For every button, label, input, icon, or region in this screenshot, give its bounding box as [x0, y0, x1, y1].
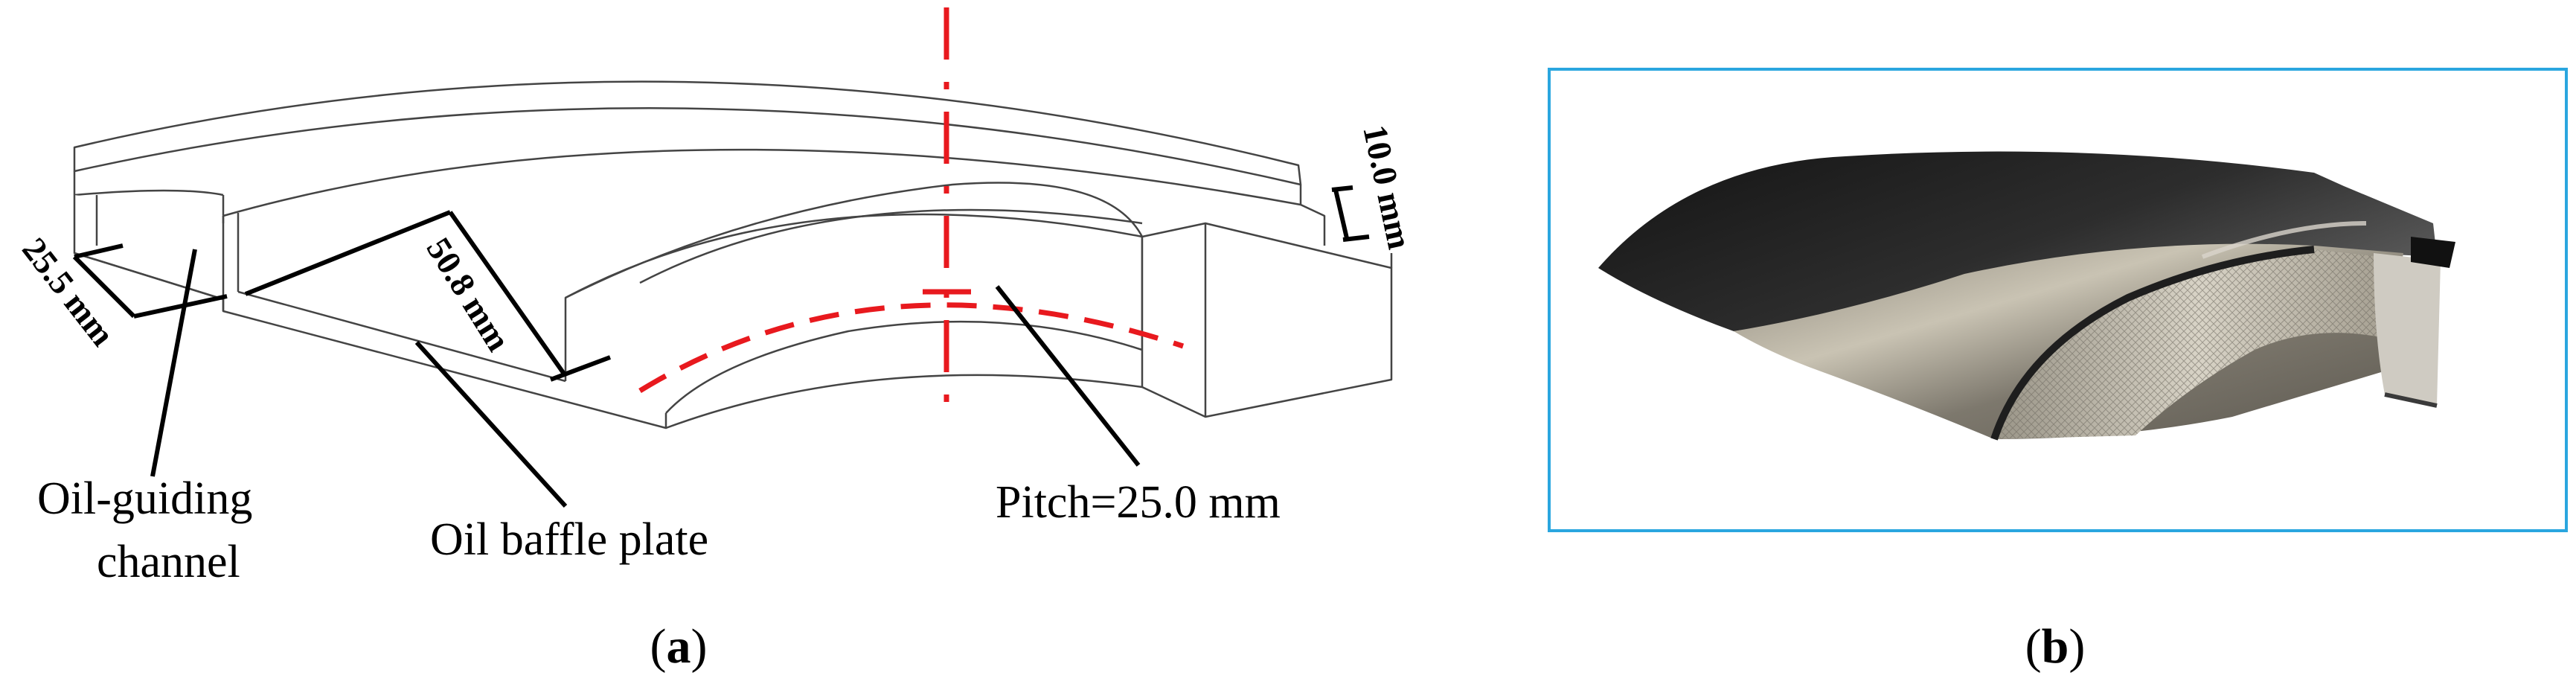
dim-height-label: 10.0 mm	[1356, 121, 1419, 252]
leader-lines	[150, 249, 1141, 508]
leader-oil-guiding	[150, 249, 197, 477]
dim-length-label: 50.8 mm	[420, 231, 519, 357]
pitch-label: Pitch=25.0 mm	[996, 477, 1281, 528]
panel-b-label: (b)	[2025, 619, 2086, 674]
right-block	[1141, 222, 1393, 418]
oil-guiding-label-line1: Oil-guiding	[37, 473, 252, 524]
pitch-circle	[638, 302, 1185, 393]
cover-plate	[73, 80, 1302, 186]
photo-component	[1598, 151, 2455, 441]
dimension-lines	[72, 185, 1370, 382]
baffle-plate-label: Oil baffle plate	[430, 514, 708, 565]
panel-a-label: (a)	[650, 619, 708, 674]
leader-baffle	[414, 340, 568, 508]
centerlines	[638, 7, 1185, 417]
oil-guiding-label-line2: channel	[97, 537, 240, 587]
leader-pitch	[995, 285, 1141, 467]
panel-a-drawing	[73, 80, 1393, 429]
